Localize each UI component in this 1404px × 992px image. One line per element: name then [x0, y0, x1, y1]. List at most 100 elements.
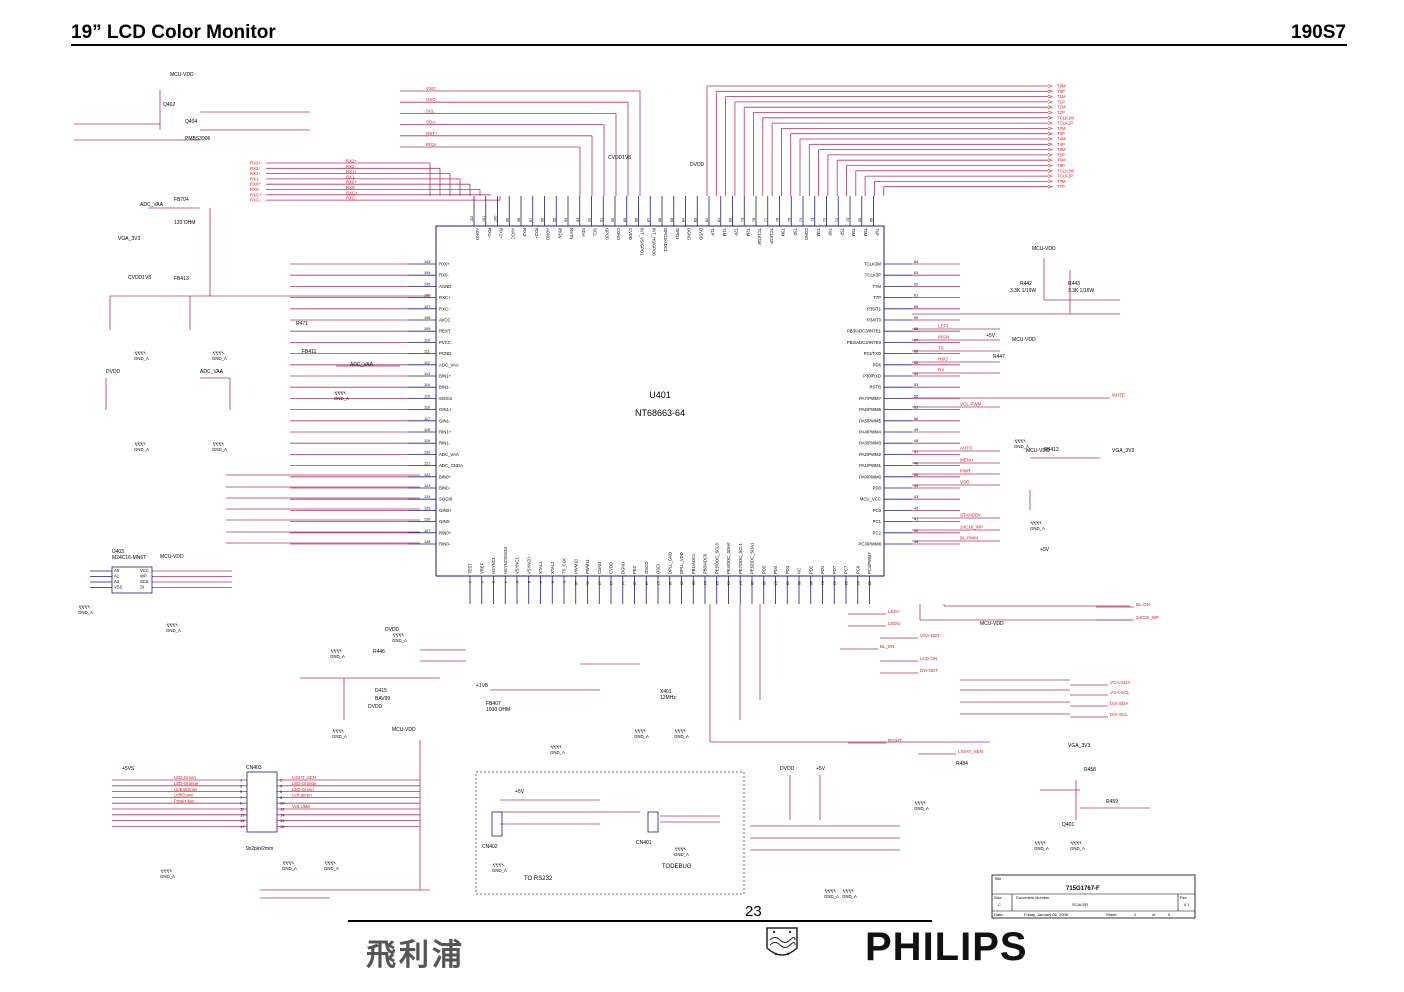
cn403-pin-num: 13: [240, 812, 245, 817]
eeprom-pin: VCC: [140, 568, 149, 573]
cn403-pin-num: 16: [280, 818, 285, 823]
page-number: 23: [745, 903, 762, 920]
chip-left-pin-num: 106: [424, 294, 430, 298]
chip-bottom-pin-label: OSCI: [656, 564, 661, 574]
chip-top-pin-label: T2M: [745, 228, 750, 237]
cn403-left-signal: Power-key: [174, 798, 195, 803]
chip-right-pin-label: PA7/PWM7: [859, 396, 881, 401]
chip-bottom-pin-num: 15: [633, 581, 637, 585]
chip-left-pin-label: RX0-: [439, 273, 449, 278]
chip-bottom-pin-label: VSYNC1: [515, 557, 520, 574]
dvdd-label-top: DVDD: [690, 162, 705, 168]
chip-right-pin-num: 60: [914, 305, 918, 309]
gnd-label: GND_A: [212, 447, 227, 452]
vga-3v3-label-2: VGA_3V3: [1112, 448, 1134, 454]
chip-bottom-pin-num: 32: [832, 581, 836, 585]
chip-top-pin-label: T6M: [863, 228, 868, 237]
brand-chinese: 飛利浦: [366, 938, 465, 973]
chip-left-pin-label: BIN1+: [439, 374, 452, 379]
bottom-right-signal-label: BL-ON: [1136, 602, 1150, 607]
chip-right-pin-num: 40: [914, 529, 918, 533]
r443-ref: R443: [1068, 281, 1080, 287]
chip-right-pin-num: 44: [914, 484, 918, 488]
right-signal-label: STANDBY: [960, 513, 981, 518]
bottom-right-signal-label: DVI-DET: [920, 668, 938, 673]
fb407-ref: FB407: [486, 701, 501, 707]
cn403-pin-num: 18: [280, 824, 285, 829]
dvdd-label-2: DVDD: [106, 369, 121, 375]
chip-left-pin-label: PVCC: [439, 340, 451, 345]
chip-left-pin-num: 103: [424, 260, 430, 264]
chip-bottom-pin-num: 19: [680, 581, 684, 585]
right-signal-labels: LEFTIRGNTXHSORXMUTEVOL-PWMAUTOMENUPWRVSO…: [938, 324, 1125, 541]
cn403-left-signal: LED-Orange: [174, 781, 199, 786]
chip-bottom-pin-num: 17: [656, 581, 660, 585]
chip-top-pin-num: 101: [482, 216, 486, 222]
chip-top-pin-label: RX1-: [487, 228, 492, 238]
chip-left-pin-num: 115: [424, 394, 430, 398]
r447-ref: R447: [993, 354, 1005, 360]
chip-right-pin-label: TCLK3M: [864, 262, 881, 267]
lvds-net-label: TCLK1M: [1057, 115, 1074, 120]
bottom-right-signal-label: DVI-SCL: [1110, 712, 1128, 717]
bottom-right-signal-label: LCD-ON: [920, 656, 937, 661]
chip-left-pin-num: 114: [424, 383, 430, 387]
gnd-icon: [492, 863, 504, 868]
chip-left-pin-num: 121: [424, 462, 430, 466]
r446-ref: R446: [373, 649, 385, 655]
chip-left-pin-label: RIN1-: [439, 441, 451, 446]
gnd-label: GND_A: [674, 734, 689, 739]
chip-right-pin-label: PA3/PWM3: [859, 441, 881, 446]
chip-bottom-pin-num: 25: [750, 581, 754, 585]
chip-bottom-pin-label: HSYNC1: [491, 556, 496, 574]
chip-right-pin-label: PC2: [873, 530, 882, 535]
lvds-net-label: T0P: [1057, 89, 1065, 94]
chip-left-pin-label: RXC-: [439, 306, 450, 311]
chip-top-pin-num: 89: [623, 218, 627, 222]
mcu-vdd-label-5: MCU-VDD: [980, 621, 1004, 627]
cvdd-label: CVDD1V8: [608, 155, 631, 161]
right-signal-label: MUTE: [1112, 393, 1125, 398]
chip-left-pin-label: ADC_GNDA: [439, 463, 463, 468]
chip-right-pin-num: 42: [914, 506, 918, 510]
bottom-right-signal-label: LEDA: [888, 609, 900, 614]
chip-bottom-pin-num: 7: [539, 581, 543, 583]
chip-top-pin-label: RX2+: [534, 228, 539, 239]
chip-bottom-pin-num: 3: [492, 581, 496, 583]
chip-left-pin-label: REXT: [439, 329, 451, 334]
cn403-pin-num: 1: [240, 778, 243, 783]
tb-rev-label: Rev: [1180, 895, 1187, 900]
chip-bottom-pin-label: PE4/DDC_SDA0: [726, 542, 731, 574]
chip-bottom-pin-label: TEST: [468, 563, 473, 574]
header-rule: [71, 44, 1347, 46]
chip-left-pin-label: ADC_VAA: [439, 452, 459, 457]
chip-top-pin-label: RX1+: [499, 228, 504, 239]
gnd-icon: [1034, 841, 1046, 846]
cn403-part: 9x2pin/2mm: [246, 846, 273, 852]
cvdd-label-2: CVDD1V8: [128, 275, 151, 281]
rx-net-label: RX0+: [250, 182, 261, 187]
gnd-icon: [134, 351, 146, 356]
lvds-net-label: T4M: [1057, 137, 1066, 142]
fb704-ref: FB704: [174, 197, 189, 203]
p5v-label-4: +5V: [515, 789, 525, 795]
gnd-label: GND_A: [1034, 846, 1049, 851]
chip-left-pin-num: 122: [424, 473, 430, 477]
chip-top-pin-label: T4M: [816, 228, 821, 237]
cn403-right-signal: LIGHT_SEN: [292, 775, 316, 780]
rx-net-label: RX2-: [250, 166, 260, 171]
chip-top-pin-label: T5P: [839, 228, 844, 236]
chip-top-pin-num: 86: [658, 218, 662, 222]
chip-top-pin-label: T1M: [722, 228, 727, 237]
chip-bottom-pin-label: PC4/PWM7: [867, 551, 872, 574]
chip-bottom-pin-num: 14: [621, 581, 625, 585]
chip-right-pin-label: PA0/PWM0: [859, 474, 881, 479]
lvds-net-label: T4P: [1057, 142, 1065, 147]
vga-3v3-label-3: VGA_3V3: [1068, 743, 1090, 749]
chip-right-pin-label: RSTB: [870, 385, 882, 390]
cn403-pin-num: 9: [240, 801, 243, 806]
lvds-net-label: T3P: [1057, 131, 1065, 136]
chip-bottom-pin-num: 33: [844, 581, 848, 585]
chip-bottom-pin-label: CGND: [597, 562, 602, 574]
chip-top-pin-label: T5M: [851, 228, 856, 237]
